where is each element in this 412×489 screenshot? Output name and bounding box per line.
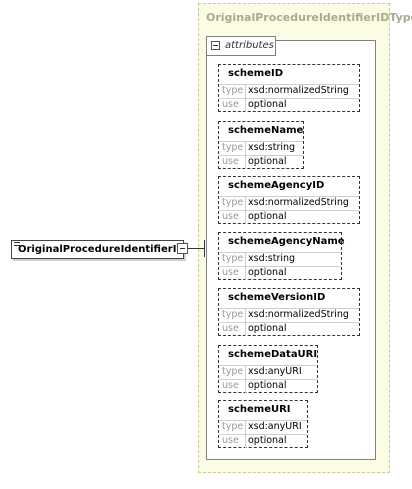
attribute-type-row: type xsd:normalizedString: [220, 197, 358, 210]
attribute-type-value: xsd:anyURI: [248, 366, 302, 377]
attribute-use-key: use: [222, 435, 239, 446]
row-separator: [219, 308, 359, 309]
attribute-schemeID[interactable]: schemeID type xsd:normalizedString use optio…: [218, 64, 360, 112]
attribute-type-value: xsd:normalizedString: [248, 309, 349, 320]
column-separator: [245, 309, 246, 322]
attribute-use-row: use optional: [220, 267, 340, 280]
collapse-icon[interactable]: [211, 41, 220, 50]
attribute-use-key: use: [222, 99, 239, 110]
attribute-type-row: type xsd:normalizedString: [220, 309, 358, 322]
row-separator: [219, 365, 317, 366]
attribute-type-row: type xsd:anyURI: [220, 366, 316, 379]
column-separator: [245, 366, 246, 379]
column-separator: [245, 197, 246, 210]
attribute-type-key: type: [222, 366, 244, 377]
attribute-schemeURI[interactable]: schemeURI type xsd:anyURI use optional: [218, 400, 308, 448]
connector-line: [204, 240, 205, 257]
attribute-use-key: use: [222, 211, 239, 222]
column-separator: [245, 85, 246, 98]
column-separator: [245, 142, 246, 155]
attributes-label: attributes: [225, 40, 274, 51]
attribute-type-key: type: [222, 85, 244, 96]
attribute-use-value: optional: [248, 156, 287, 167]
attribute-type-value: xsd:string: [248, 253, 296, 264]
attribute-use-row: use optional: [220, 156, 302, 169]
attribute-use-key: use: [222, 267, 239, 278]
attribute-schemeDataURI[interactable]: schemeDataURI type xsd:anyURI use optional: [218, 345, 318, 393]
attribute-use-value: optional: [248, 323, 287, 334]
attribute-use-key: use: [222, 323, 239, 334]
attribute-use-row: use optional: [220, 380, 316, 393]
row-separator: [219, 379, 317, 380]
attribute-name: schemeURI: [228, 404, 291, 415]
attribute-type-key: type: [222, 253, 244, 264]
column-separator: [245, 421, 246, 434]
row-separator: [219, 155, 303, 156]
complex-type-title: OriginalProcedureIdentifierIDType: [206, 11, 412, 24]
connector-line: [188, 248, 204, 249]
attributes-tab[interactable]: attributes: [206, 36, 276, 56]
attribute-schemeAgencyName[interactable]: schemeAgencyName type xsd:string use optiona…: [218, 232, 345, 280]
root-element[interactable]: OriginalProcedureIdentifierID: [11, 240, 185, 259]
attribute-schemeAgencyID[interactable]: schemeAgencyID type xsd:normalizedString us…: [218, 176, 360, 224]
attribute-schemeVersionID[interactable]: schemeVersionID type xsd:normalizedString u…: [218, 288, 360, 336]
attribute-type-row: type xsd:anyURI: [220, 421, 306, 434]
row-separator: [219, 196, 359, 197]
row-separator: [219, 141, 303, 142]
column-separator: [245, 253, 246, 266]
element-icon: [14, 242, 20, 246]
attribute-type-key: type: [222, 421, 244, 432]
attribute-name: schemeAgencyID: [228, 180, 325, 191]
attribute-type-value: xsd:normalizedString: [248, 197, 349, 208]
attribute-type-row: type xsd:string: [220, 142, 302, 155]
column-separator: [245, 267, 246, 280]
column-separator: [245, 435, 246, 448]
column-separator: [245, 323, 246, 336]
attribute-type-key: type: [222, 309, 244, 320]
attribute-use-value: optional: [248, 211, 287, 222]
attribute-name: schemeName: [228, 125, 304, 136]
attribute-use-value: optional: [248, 267, 287, 278]
row-separator: [219, 434, 307, 435]
column-separator: [245, 211, 246, 224]
row-separator: [219, 252, 341, 253]
column-separator: [245, 156, 246, 169]
attribute-type-row: type xsd:string: [220, 253, 340, 266]
attribute-use-row: use optional: [220, 99, 358, 112]
attribute-use-row: use optional: [220, 435, 306, 448]
attribute-name: schemeDataURI: [228, 349, 318, 360]
row-separator: [219, 84, 359, 85]
row-separator: [219, 322, 359, 323]
attribute-use-value: optional: [248, 380, 287, 391]
attribute-type-key: type: [222, 142, 244, 153]
column-separator: [245, 99, 246, 112]
attribute-use-row: use optional: [220, 323, 358, 336]
attribute-use-key: use: [222, 380, 239, 391]
row-separator: [219, 420, 307, 421]
row-separator: [219, 210, 359, 211]
column-separator: [245, 380, 246, 393]
element-name: OriginalProcedureIdentifierID: [18, 244, 185, 255]
row-separator: [219, 98, 359, 99]
attribute-use-key: use: [222, 156, 239, 167]
attribute-type-row: type xsd:normalizedString: [220, 85, 358, 98]
attribute-name: schemeAgencyName: [228, 236, 345, 247]
attribute-type-key: type: [222, 197, 244, 208]
attribute-name: schemeID: [228, 68, 284, 79]
attribute-schemeName[interactable]: schemeName type xsd:string use optional: [218, 121, 304, 169]
attribute-type-value: xsd:normalizedString: [248, 85, 349, 96]
row-separator: [219, 266, 341, 267]
expand-collapse-icon[interactable]: [177, 243, 188, 254]
attribute-use-value: optional: [248, 99, 287, 110]
attribute-use-value: optional: [248, 435, 287, 446]
attribute-type-value: xsd:anyURI: [248, 421, 302, 432]
attribute-type-value: xsd:string: [248, 142, 296, 153]
attribute-use-row: use optional: [220, 211, 358, 224]
attribute-name: schemeVersionID: [228, 292, 326, 303]
